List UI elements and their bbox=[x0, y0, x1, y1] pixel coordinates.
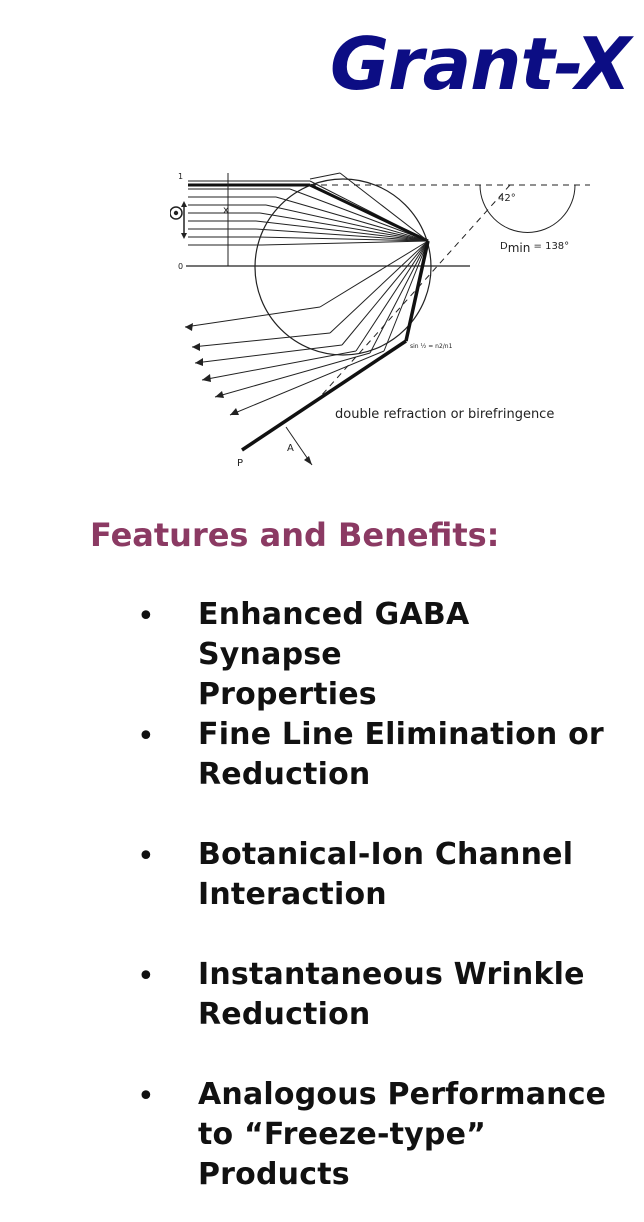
converging-ray-thick bbox=[309, 183, 429, 243]
feature-line: to “Freeze-type” bbox=[198, 1117, 487, 1152]
feature-text: Fine Line Elimination or Reduction bbox=[198, 715, 618, 795]
feature-line: Products bbox=[198, 1157, 350, 1192]
feature-line: Instantaneous Wrinkle bbox=[198, 957, 585, 992]
brand-title: Grant-X bbox=[329, 22, 631, 106]
feature-text: Instantaneous Wrinkle Reduction bbox=[198, 955, 618, 1035]
feature-line: Fine Line Elimination or bbox=[198, 717, 604, 752]
feature-text: Botanical-Ion Channel Interaction bbox=[198, 835, 618, 915]
diagram-caption: double refraction or birefringence bbox=[335, 407, 554, 422]
sine-label: sin ½ = n2/n1 bbox=[410, 343, 453, 350]
feature-line: Interaction bbox=[198, 877, 387, 912]
refraction-diagram: 1 0 x bbox=[170, 165, 600, 480]
top-chord-2 bbox=[339, 172, 429, 242]
bullet-icon: • bbox=[137, 839, 155, 874]
feature-item: • Instantaneous Wrinkle Reduction bbox=[0, 955, 644, 1075]
feature-line: Enhanced GABA Synapse bbox=[198, 597, 470, 672]
feature-line: Reduction bbox=[198, 997, 371, 1032]
axis-label-x: x bbox=[223, 205, 229, 216]
feature-item: • Botanical-Ion Channel Interaction bbox=[0, 835, 644, 955]
feature-item: • Fine Line Elimination or Reduction bbox=[0, 715, 644, 835]
ray-a-arrowhead bbox=[304, 456, 312, 465]
feature-line: Properties bbox=[198, 677, 377, 712]
feature-text: Enhanced GABA Synapse Properties bbox=[198, 595, 618, 715]
ray-arrowheads bbox=[185, 323, 239, 415]
features-title: Features and Benefits: bbox=[90, 516, 500, 554]
feature-text: Analogous Performance to “Freeze-type” P… bbox=[198, 1075, 618, 1195]
outgoing-rays bbox=[184, 240, 429, 416]
bullet-icon: • bbox=[137, 599, 155, 634]
feature-line: Analogous Performance bbox=[198, 1077, 607, 1112]
observer-icon bbox=[170, 201, 187, 239]
feature-line: Botanical-Ion Channel bbox=[198, 837, 574, 872]
bullet-icon: • bbox=[137, 719, 155, 754]
converging-rays bbox=[255, 180, 429, 246]
dashed-diagonal bbox=[319, 184, 511, 398]
label-a: A bbox=[287, 443, 294, 454]
angle-arc bbox=[479, 184, 576, 233]
axis-label-one: 1 bbox=[178, 172, 183, 181]
incoming-rays bbox=[188, 180, 310, 246]
angle-label: 42° bbox=[498, 193, 516, 204]
feature-item: • Enhanced GABA Synapse Properties bbox=[0, 595, 644, 715]
outgoing-ray-thick-b bbox=[241, 339, 407, 452]
axis-label-zero: 0 bbox=[178, 262, 183, 271]
features-list: • Enhanced GABA Synapse Properties • Fin… bbox=[0, 595, 644, 1195]
outgoing-ray-thick-a bbox=[404, 240, 430, 342]
droplet-circle bbox=[254, 178, 432, 356]
bullet-icon: • bbox=[137, 959, 155, 994]
feature-item: • Analogous Performance to “Freeze-type”… bbox=[0, 1075, 644, 1195]
bullet-icon: • bbox=[137, 1079, 155, 1114]
feature-line: Reduction bbox=[198, 757, 371, 792]
top-chord bbox=[309, 172, 341, 180]
label-p: P bbox=[237, 458, 243, 469]
dmin-label: Dmin = 138° bbox=[500, 241, 569, 255]
